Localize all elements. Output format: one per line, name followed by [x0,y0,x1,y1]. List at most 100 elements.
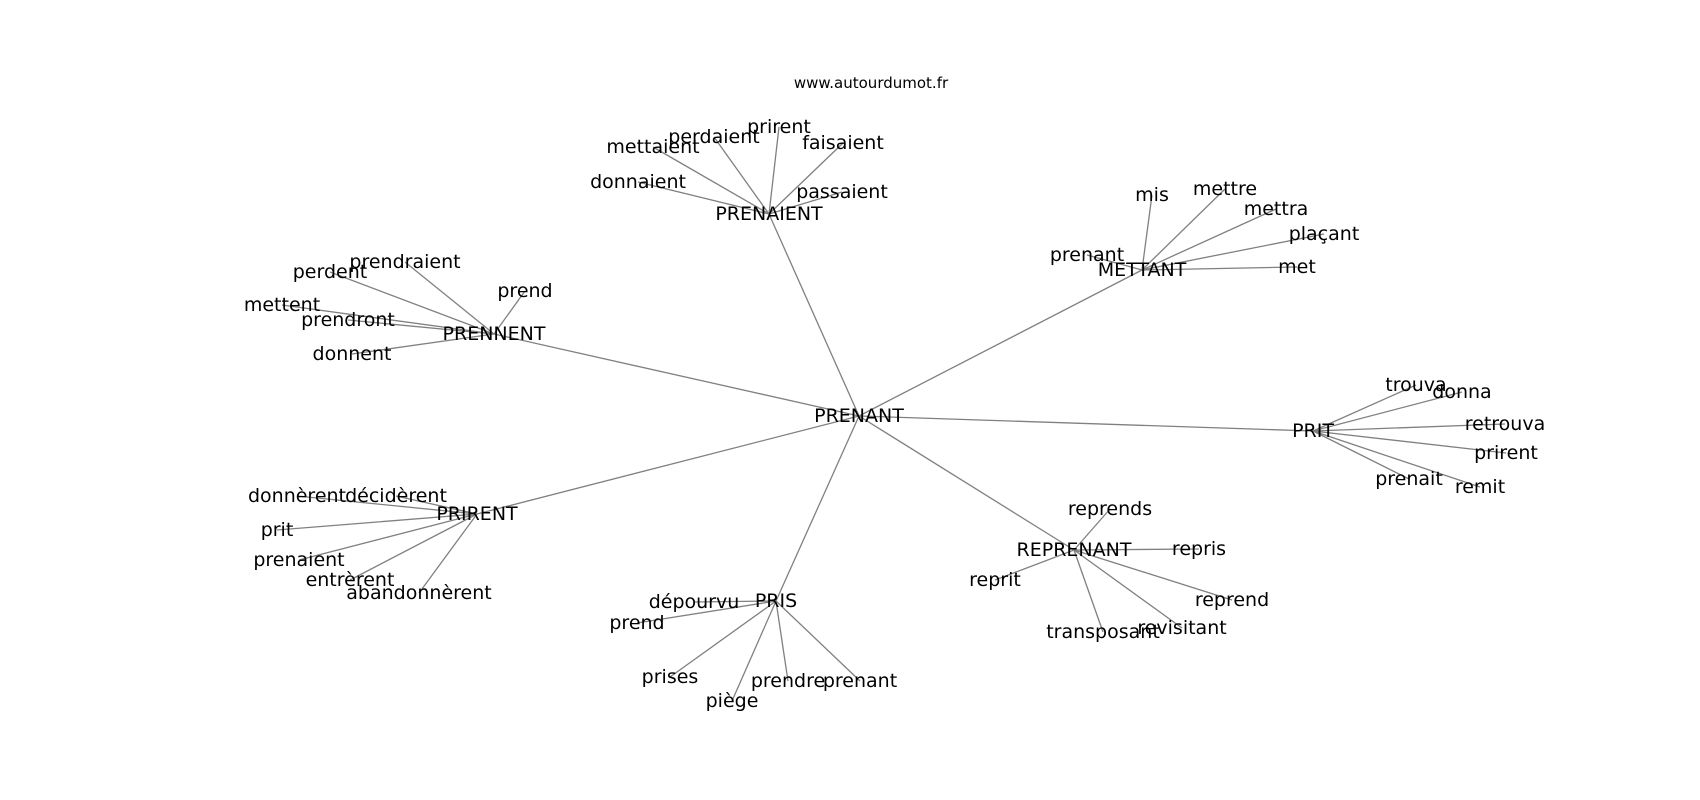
edge-h4-l24 [1312,430,1481,488]
leaf-word-l10[interactable]: plaçant [1289,223,1360,245]
leaf-word-l6[interactable]: passaient [796,181,888,203]
edge-c-h6 [858,415,1075,551]
leaf-word-l2[interactable]: perdaient [668,126,759,148]
edge-c-h5 [476,415,860,515]
leaf-word-l26[interactable]: décidèrent [345,485,447,507]
leaf-word-l4[interactable]: faisaient [802,132,884,154]
edge-h6-l32 [1073,548,1200,551]
leaf-word-l7[interactable]: mis [1135,184,1169,206]
leaf-word-l12[interactable]: met [1278,256,1316,278]
edge-h5-l25 [296,495,478,515]
leaf-word-l29[interactable]: entrèrent [306,569,395,591]
edge-h4-l23 [1312,430,1410,480]
center-word-c[interactable]: PRENANT [814,405,904,427]
leaf-word-l13[interactable]: prendraient [349,251,460,273]
edge-c-h7 [775,415,860,602]
leaf-word-l22[interactable]: prirent [1474,442,1538,464]
graph-edges [276,126,1507,702]
source-caption: www.autourdumot.fr [794,74,949,92]
leaf-word-l1[interactable]: mettaient [606,136,699,158]
leaf-word-l36[interactable]: revisitant [1137,617,1226,639]
leaf-word-l41[interactable]: prendre [751,670,825,692]
edge-h2-l8 [1141,188,1226,271]
leaf-word-l27[interactable]: prit [261,519,294,541]
leaf-word-l28[interactable]: prenaient [253,549,344,571]
hub-word-h3[interactable]: PRENNENT [443,323,546,345]
leaf-word-l23[interactable]: prenait [1375,468,1443,490]
edge-h7-l40 [731,600,777,702]
edge-h6-l35 [1073,549,1104,633]
edge-h3-l18 [351,333,495,355]
edge-h4-l22 [1312,430,1507,454]
hub-word-h1[interactable]: PRENAIENT [715,203,823,225]
edge-h6-l36 [1073,549,1183,629]
edge-h1-l1 [652,146,770,215]
leaf-word-l39[interactable]: prises [642,666,699,688]
edge-h6-l31 [1073,508,1111,551]
leaf-word-l5[interactable]: donnaient [590,171,686,193]
edge-h2-l11 [1086,254,1143,271]
leaf-word-l9[interactable]: mettra [1244,198,1309,220]
edge-h7-l38 [636,600,777,624]
edge-h1-l3 [768,126,780,215]
leaf-word-l16[interactable]: mettent [244,294,320,316]
hub-word-h4[interactable]: PRIT [1292,420,1334,442]
edge-h3-l13 [404,261,495,335]
leaf-word-l32[interactable]: repris [1172,538,1226,560]
leaf-word-l25[interactable]: donnèrent [248,485,346,507]
hub-word-h6[interactable]: REPRENANT [1017,539,1132,561]
edge-h5-l29 [349,513,478,581]
edge-h3-l14 [329,271,495,335]
leaf-word-l33[interactable]: reprit [969,569,1021,591]
leaf-word-l42[interactable]: prenant [823,670,897,692]
leaf-word-l8[interactable]: mettre [1193,178,1257,200]
edge-h1-l5 [637,181,770,215]
leaf-word-l18[interactable]: donnent [313,343,392,365]
edge-c-h4 [858,415,1314,432]
edge-h7-l41 [775,600,789,682]
edge-h7-l37 [693,600,777,603]
leaf-word-l31[interactable]: reprends [1068,498,1152,520]
edge-h6-l34 [1073,549,1233,601]
edge-h1-l6 [768,191,843,215]
leaf-word-l11[interactable]: prenant [1050,244,1124,266]
leaf-word-l38[interactable]: prend [609,612,664,634]
edge-h5-l30 [418,513,478,594]
leaf-word-l34[interactable]: reprend [1195,589,1269,611]
edge-h1-l2 [713,136,770,215]
hub-word-h7[interactable]: PRIS [755,590,797,612]
edge-h7-l42 [775,600,861,682]
edge-h3-l16 [281,304,495,335]
edge-h5-l26 [395,495,478,515]
leaf-word-l21[interactable]: retrouva [1465,413,1545,435]
edge-c-h1 [768,213,860,417]
edge-c-h2 [858,269,1143,417]
edge-h4-l19 [1312,384,1417,432]
leaf-word-l40[interactable]: piège [706,690,759,712]
edge-h6-l33 [994,549,1075,581]
edge-h5-l27 [276,513,478,531]
edge-h2-l7 [1141,194,1153,271]
leaf-word-l3[interactable]: prirent [747,116,811,138]
edge-h2-l10 [1141,233,1325,271]
graph-labels: PRENANT PRENAIENT METTANT PRENNENT PRIT PRIRE… [244,116,1545,712]
leaf-word-l15[interactable]: prend [497,280,552,302]
edge-h3-l17 [347,319,495,335]
hub-word-h2[interactable]: METTANT [1098,259,1187,281]
edge-h3-l15 [493,290,526,335]
edge-h1-l4 [768,142,844,215]
leaf-word-l14[interactable]: perdent [293,261,367,283]
leaf-word-l37[interactable]: dépourvu [649,591,740,613]
leaf-word-l24[interactable]: remit [1455,476,1505,498]
edge-h2-l9 [1141,208,1277,271]
edge-h2-l12 [1141,266,1298,271]
leaf-word-l17[interactable]: prendront [301,309,395,331]
edge-c-h3 [493,333,860,417]
leaf-word-l19[interactable]: trouva [1385,374,1446,396]
leaf-word-l20[interactable]: donna [1432,381,1491,403]
edge-h5-l28 [298,513,478,561]
leaf-word-l35[interactable]: transposant [1046,621,1160,643]
leaf-word-l30[interactable]: abandonnèrent [346,582,491,604]
hub-word-h5[interactable]: PRIRENT [436,503,518,525]
